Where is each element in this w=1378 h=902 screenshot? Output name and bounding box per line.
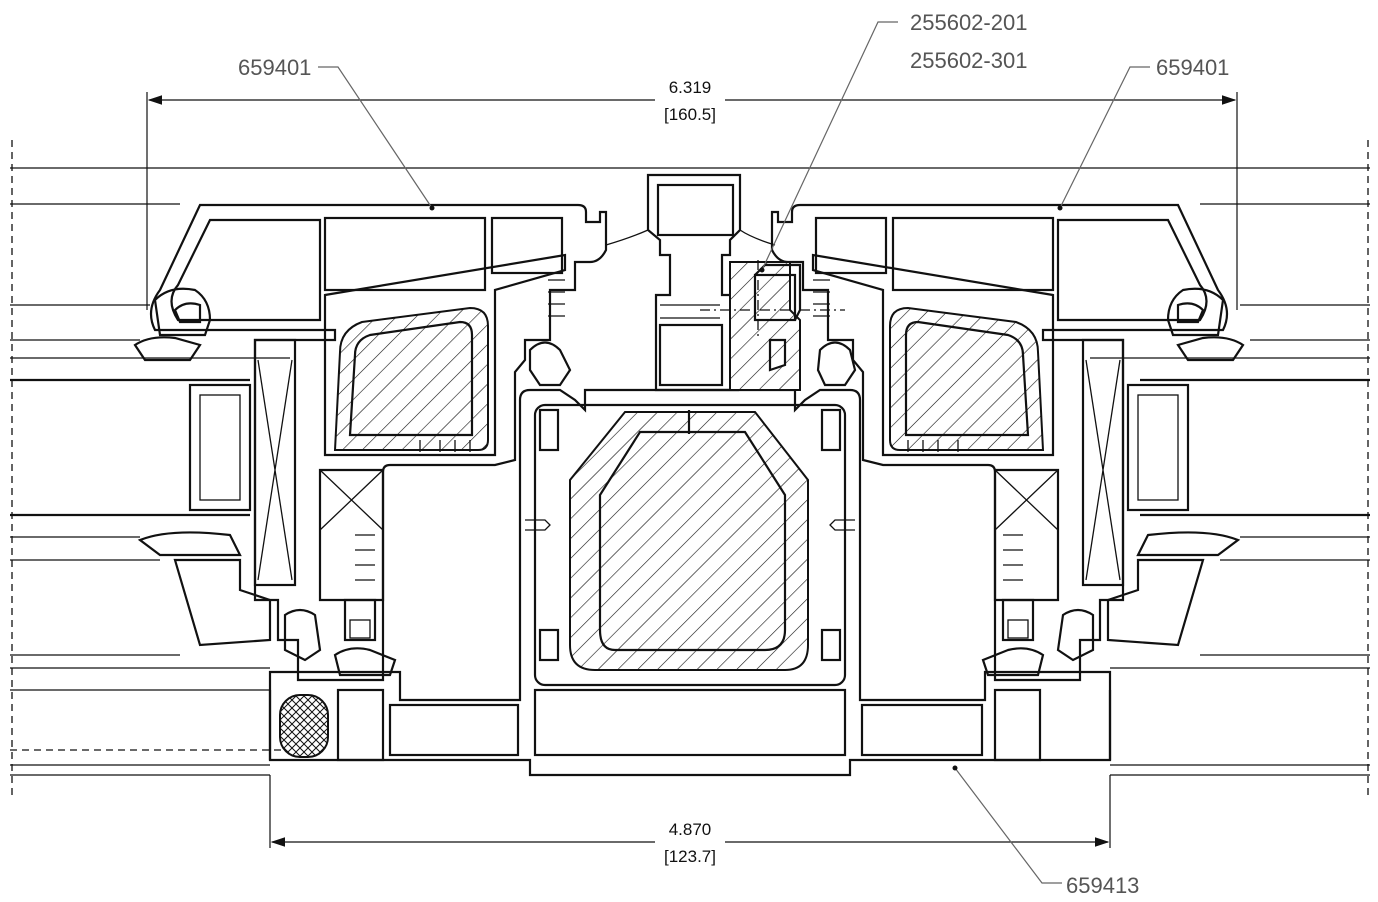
center-interlock — [605, 173, 845, 392]
right-sash-profile — [770, 203, 1245, 682]
bottom-dimension: 4.870 [123.7] — [269, 775, 1111, 866]
bottom-dimension-inches: 4.870 — [669, 820, 712, 839]
background-lines — [10, 140, 1370, 800]
top-dimension-mm: [160.5] — [664, 105, 716, 124]
left-sash-profile — [133, 203, 608, 682]
callout-top-left-part-number: 659401 — [238, 55, 311, 80]
callout-top-right-part-number: 659401 — [1156, 55, 1229, 80]
callout-center-part-number-1: 255602-201 — [910, 10, 1027, 35]
bottom-dimension-mm: [123.7] — [664, 847, 716, 866]
mullion-profile — [268, 341, 1112, 777]
top-dimension: 6.319 [160.5] — [146, 78, 1238, 310]
callout-bottom-part-number: 659413 — [1066, 873, 1139, 898]
top-dimension-inches: 6.319 — [669, 78, 712, 97]
callout-leaders — [318, 21, 1150, 884]
callout-center-part-number-2: 255602-301 — [910, 48, 1027, 73]
